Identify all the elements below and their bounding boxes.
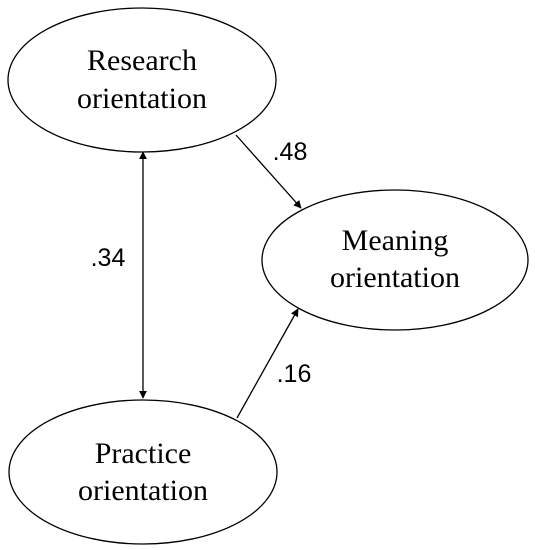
edge-label-practice-to-meaning: .16 (277, 360, 312, 388)
node-practice-orientation: Practice orientation (8, 399, 278, 545)
node-research-orientation: Research orientation (7, 7, 277, 153)
edge-label-research-to-meaning: .48 (273, 138, 308, 166)
node-research-line2: orientation (77, 82, 207, 115)
edge-label-correlation: .34 (91, 244, 126, 272)
node-meaning-orientation: Meaning orientation (261, 189, 529, 331)
node-meaning-line2: orientation (330, 261, 460, 294)
node-meaning-line1: Meaning (342, 224, 449, 257)
node-research-line1: Research (87, 44, 197, 77)
node-practice-line1: Practice (95, 437, 192, 470)
node-practice-line2: orientation (78, 474, 208, 507)
edge-practice-to-meaning (236, 308, 299, 419)
edge-research-to-meaning (235, 134, 302, 209)
